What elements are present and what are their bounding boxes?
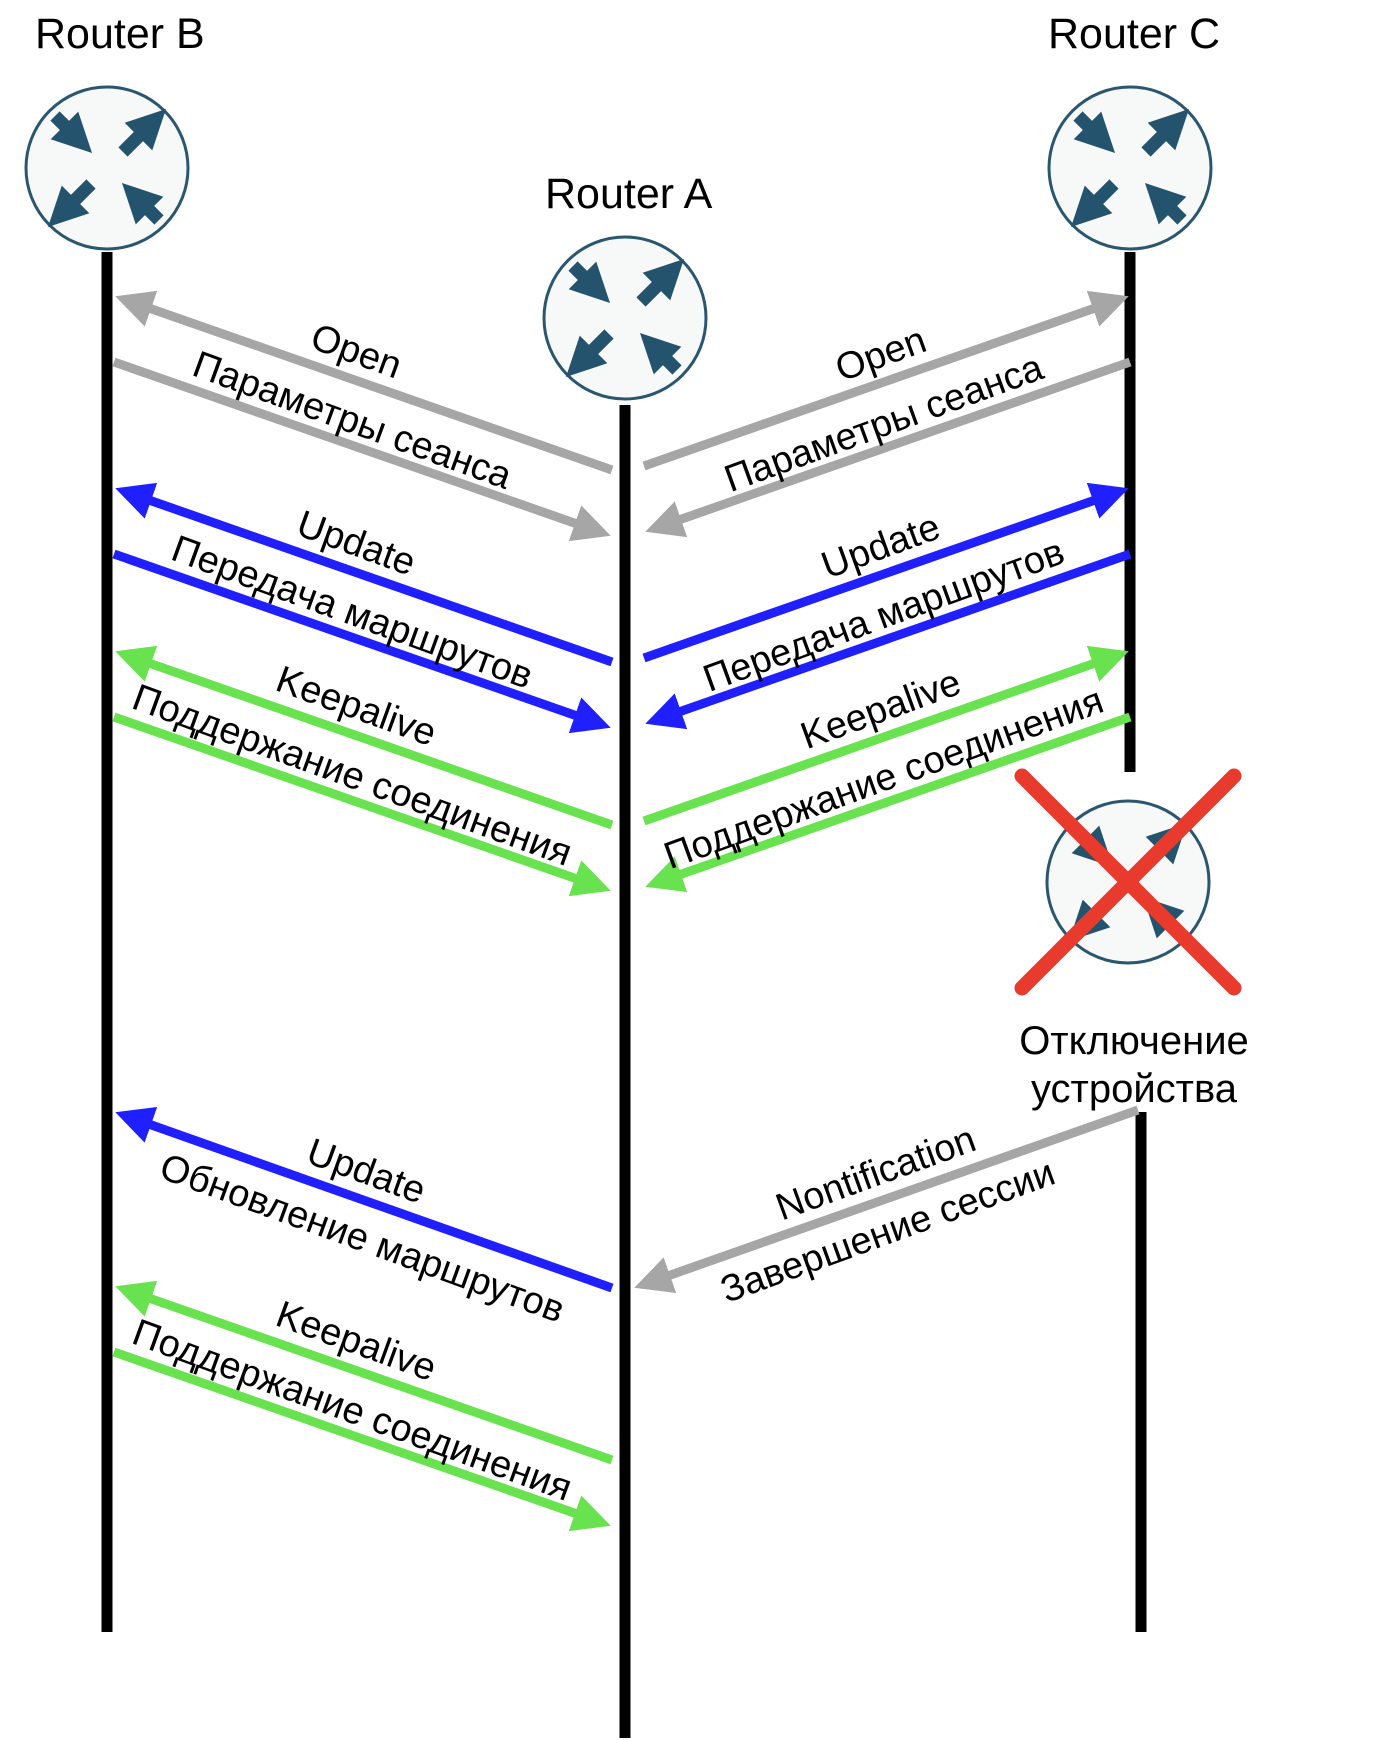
update-arrow-to-router-b <box>115 1107 614 1293</box>
keepalive-arrow-to-router-c <box>642 645 1129 826</box>
open-arrow-to-router-a <box>112 357 611 542</box>
router-c <box>1049 87 1211 249</box>
device-disconnect-label-line2: устройства <box>1031 1067 1238 1111</box>
message-notification-c-a: Nontification Завершение сессии <box>634 1105 1140 1312</box>
update-arrow-to-router-a <box>645 549 1132 730</box>
keepalive-arrow-to-router-a <box>112 1347 611 1532</box>
notification-arrow-to-router-a <box>634 1105 1140 1294</box>
router-b <box>26 87 188 249</box>
device-disconnect-label-line1: Отключение <box>1019 1019 1249 1063</box>
router-c-failed <box>1014 768 1242 996</box>
keepalive-arrow-to-router-b <box>115 1280 614 1465</box>
router-b-label: Router B <box>35 10 205 58</box>
router-c-label: Router C <box>1048 10 1220 58</box>
keepalive-arrow-to-router-a <box>645 712 1132 893</box>
open-arrow-to-router-a <box>645 357 1132 538</box>
router-icon <box>544 237 706 399</box>
message-update-a-b-after-failure: Update Обновление маршрутов <box>115 1107 614 1331</box>
failure-cross-icon <box>1014 768 1242 996</box>
router-a <box>544 237 706 399</box>
keepalive-arrow-to-router-b <box>115 645 614 830</box>
open-arrow-to-router-c <box>642 290 1129 471</box>
router-icon <box>1049 87 1211 249</box>
router-icon <box>26 87 188 249</box>
router-a-label: Router A <box>545 170 713 218</box>
open-arrow-to-router-b <box>115 290 614 475</box>
message-open-b-a: Open Параметры сеанса <box>112 290 614 542</box>
update-arrow-to-router-b <box>115 482 614 667</box>
message-keepalive-b-a: Keepalive Поддержание соединения <box>112 645 614 897</box>
message-open-a-c: Open Параметры сеанса <box>642 290 1132 538</box>
keepalive-arrow-to-router-a <box>112 712 611 897</box>
update-arrow-to-router-a <box>112 549 611 734</box>
update-arrow-to-router-c <box>642 482 1129 663</box>
